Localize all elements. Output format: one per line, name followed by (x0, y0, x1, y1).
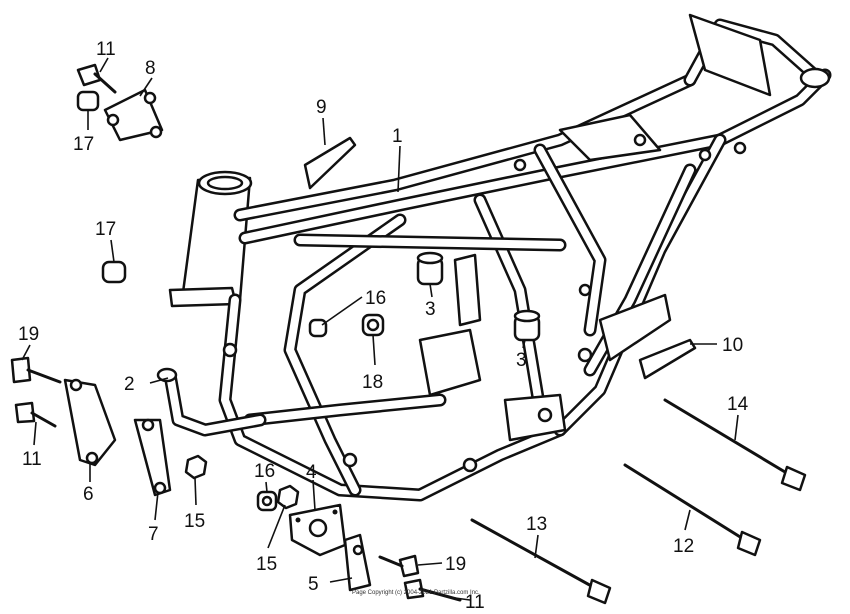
callout-7: 7 (148, 524, 159, 545)
nut-15-left (184, 454, 208, 480)
washer-17-upper (76, 90, 100, 112)
emblem-9 (303, 136, 357, 190)
bracket-6 (63, 378, 117, 467)
callout-19-bottom: 19 (445, 554, 466, 575)
callout-8: 8 (145, 58, 156, 79)
main-frame (168, 13, 832, 502)
bolt-13 (470, 518, 612, 605)
nut-15-center (276, 484, 300, 510)
callout-16-upper: 16 (365, 288, 386, 309)
bolt-19-bottom (378, 554, 420, 578)
callout-17-lower: 17 (95, 219, 116, 240)
leader-lines (21, 57, 739, 601)
bracket-7 (133, 418, 172, 497)
spacer-upper (416, 251, 444, 286)
callout-14: 14 (727, 394, 749, 415)
callout-12: 12 (673, 536, 694, 557)
front-down-tube (156, 367, 267, 437)
bolt-19-left (10, 356, 62, 384)
washer-17-lower (101, 260, 127, 284)
mount-plate-4 (288, 503, 347, 557)
bolt-11-left (14, 401, 57, 428)
collar-18 (361, 313, 385, 337)
callout-2: 2 (124, 374, 135, 395)
bracket-5 (343, 533, 372, 592)
callout-9: 9 (316, 97, 327, 118)
bracket-8 (103, 88, 164, 142)
collar-16-upper (308, 318, 328, 338)
callout-3-upper: 3 (425, 299, 436, 320)
callout-1: 1 (392, 126, 403, 147)
bolt-11-upper (76, 63, 117, 94)
callout-labels: 1 2 3 3 4 5 6 7 8 9 10 11 11 11 12 13 14… (18, 39, 749, 613)
callout-11-bottom: 11 (465, 592, 485, 613)
bolt-12 (623, 463, 762, 557)
copyright-notice: Page Copyright (c) 2004-2021 Partzilla.c… (352, 590, 480, 596)
callout-10: 10 (722, 335, 743, 356)
callout-16-lower: 16 (254, 461, 275, 482)
callout-4: 4 (306, 462, 317, 483)
callout-19-left: 19 (18, 324, 39, 345)
callout-18: 18 (362, 372, 383, 393)
collar-16-lower (256, 490, 278, 512)
callout-17-upper: 17 (73, 134, 94, 155)
callout-11-upper: 11 (96, 39, 116, 60)
emblem-10 (638, 338, 697, 380)
callout-3-lower: 3 (516, 350, 527, 371)
callout-5: 5 (308, 574, 319, 595)
callout-15-left: 15 (184, 511, 205, 532)
callout-11-left: 11 (22, 449, 42, 470)
spacer-lower (513, 309, 541, 342)
bolt-14 (663, 398, 807, 492)
bolt-11-bottom (403, 578, 462, 602)
callout-15-center: 15 (256, 554, 277, 575)
callout-6: 6 (83, 484, 94, 505)
callout-13: 13 (526, 514, 547, 535)
